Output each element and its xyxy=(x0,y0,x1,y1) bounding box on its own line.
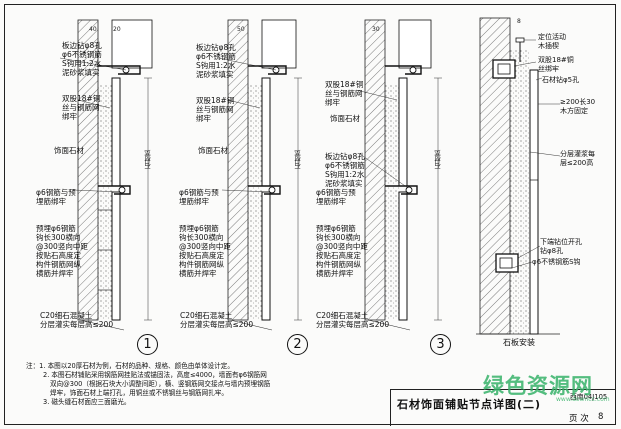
d1-rebar-bind-label: φ6钢筋与预 埋筋绑牢 xyxy=(36,188,76,206)
d2-embedded-rebar-label: 预埋φ6钢筋 钩长300横向 @300竖向中距 按贴石高度定 构件钢筋网纵 横筋… xyxy=(179,224,231,278)
note-line: 2. 本图石材铺贴采用钢筋网挂贴法或锚固法，高度≤4000，墙面有φ6钢筋网 xyxy=(43,371,267,380)
drawing-title: 石材饰面铺贴节点详图(二) xyxy=(397,398,542,411)
si-positioning-plug-label: 定位活动 木插楔 xyxy=(538,33,566,50)
note-line: 3. 磁头缝石材面应三面磨光。 xyxy=(43,398,131,407)
d2-concrete-fill-label: C20细石混凝土 分层灌实每层高≤200 xyxy=(180,311,254,329)
dim-8: 8 xyxy=(517,18,521,25)
stone-install-caption: 石板安装 xyxy=(503,338,535,347)
sheet-frame xyxy=(4,4,616,425)
d1-facing-stone-label: 饰面石材 xyxy=(54,146,84,155)
d3-vertical-label: 石材宽 xyxy=(434,150,442,170)
atlas-code: 西南04J105 xyxy=(570,393,608,401)
top-cap-1 xyxy=(111,19,153,69)
stone-install-drawing xyxy=(476,17,561,335)
watermark-url: www.downcc.com xyxy=(556,396,610,403)
d3-copper-wire-label: 双股18#铜 丝与钢筋网 绑牢 xyxy=(325,80,364,107)
page-label: 页 次 xyxy=(569,414,589,424)
d3-rebar-bind-label: φ6钢筋与预 埋筋绑牢 xyxy=(316,188,356,206)
si-layered-pour-label: 分层灌浆每 层≤200高 xyxy=(560,150,595,167)
watermark-text: 绿色资源网 xyxy=(483,374,593,398)
note-line: 焊牢，饰面石材上端打孔，用铜丝或不锈钢丝与钢筋网扎牢。 xyxy=(50,389,229,398)
note-line: 注：1. 本图以20厚石材为例，石材的品种、规格、颜色由单体设计定。 xyxy=(26,362,234,370)
si-wood-frame-label: ≥200长30 木方固定 xyxy=(560,98,596,115)
notes-block: 注：1. 本图以20厚石材为例，石材的品种、规格、颜色由单体设计定。 2. 本图… xyxy=(26,362,346,407)
stone-panel-1b xyxy=(111,191,121,321)
d3-embedded-rebar-label: 预埋φ6钢筋 钩长300横向 @300竖向中距 按贴石高度定 构件钢筋网纵 横筋… xyxy=(316,224,368,278)
title-block: 石材饰面铺贴节点详图(二) 西南04J105 页 次 8 xyxy=(390,389,616,426)
d2-facing-stone-label: 饰面石材 xyxy=(198,146,228,155)
stone-panel-1a xyxy=(111,77,121,187)
detail-1-number: 1 xyxy=(137,334,158,355)
d1-concrete-fill-label: C20细石混凝土 分层灌实每层高≤200 xyxy=(40,311,114,329)
d3-facing-stone-label: 饰面石材 xyxy=(330,114,360,123)
detail-2-number: 2 xyxy=(287,334,308,355)
d1-embedded-rebar-label: 预埋φ6钢筋 钩长300横向 @300竖向中距 按贴石高度定 构件钢筋网纵 横筋… xyxy=(36,224,88,278)
dim-50: 50 xyxy=(237,26,245,33)
d2-edge-anchor-label: 板边钻φ8孔 φ6不锈钢筋 S钩用1:2水 泥砂浆填实 xyxy=(196,43,236,79)
note-line: 双向@300（根据石块大小调整间距），横、竖钢筋网交接点与墙内预埋钢筋 xyxy=(50,380,271,389)
d3-concrete-fill-label: C20细石混凝土 分层灌实每层高≤200 xyxy=(316,311,390,329)
d2-rebar-bind-label: φ6钢筋与预 埋筋绑牢 xyxy=(179,188,219,206)
d1-vertical-label: 石材宽 xyxy=(144,150,152,170)
dim-40: 40 xyxy=(89,26,97,33)
page-number: 8 xyxy=(598,412,604,422)
detail-1-drawing xyxy=(59,19,153,331)
si-copper-wire-label: 双股18#铜 丝绑牢 xyxy=(538,56,574,73)
dim-20: 20 xyxy=(113,26,121,33)
detail-3-drawing xyxy=(355,19,442,331)
d1-edge-anchor-label: 板边钻φ8孔 φ6不锈钢筋 S钩用1:2水 泥砂浆填实 xyxy=(62,41,102,77)
d2-copper-wire-label: 双股18#铜 丝与钢筋网 绑牢 xyxy=(196,96,235,123)
si-bottom-drill-label: 下端钻位开孔 钻φ8孔 xyxy=(540,238,582,255)
si-stainless-hook-label: φ6不锈钢筋S钩 xyxy=(532,258,581,266)
grout-fill-1 xyxy=(98,85,112,320)
d1-copper-wire-label: 双股18#铜 丝与钢筋网 绑牢 xyxy=(62,94,101,121)
detail-2-drawing xyxy=(217,19,302,331)
dim-30: 30 xyxy=(372,26,380,33)
si-stone-drill-label: 石材钻φ5孔 xyxy=(542,76,580,84)
d3-edge-anchor-label: 板边钻φ8孔 φ6不锈钢筋 S钩用1:2水 泥砂浆填实 xyxy=(325,152,365,188)
d2-vertical-label: 石材宽 xyxy=(294,150,302,170)
detail-3-number: 3 xyxy=(430,334,451,355)
